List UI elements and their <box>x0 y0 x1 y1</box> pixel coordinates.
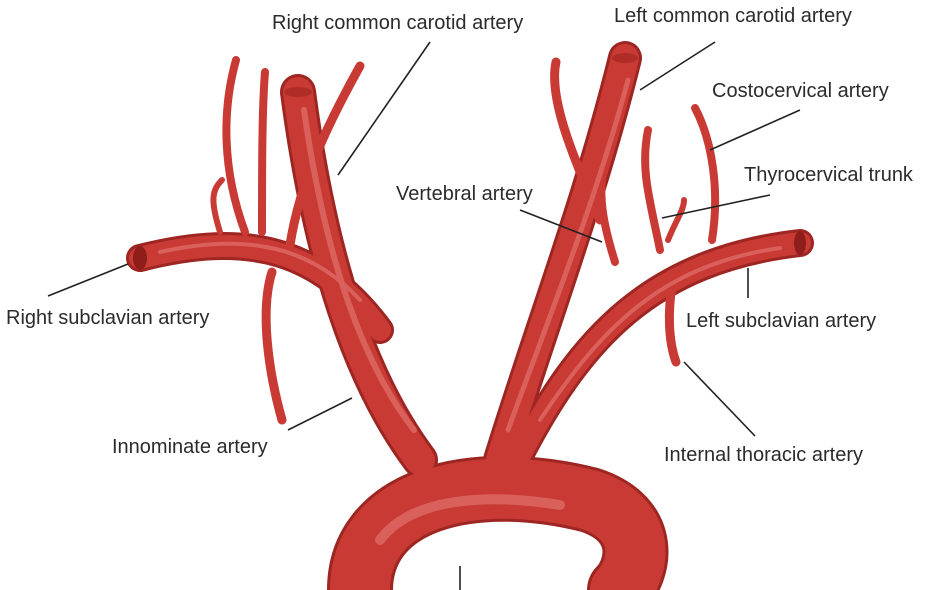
label-right-subclavian-artery: Right subclavian artery <box>6 307 209 329</box>
label-vertebral-artery: Vertebral artery <box>396 183 533 205</box>
label-innominate-artery: Innominate artery <box>112 436 268 458</box>
leader-internal-thoracic <box>684 362 755 436</box>
leader-left-common-carotid <box>640 42 715 90</box>
leader-right-subclavian <box>48 264 128 296</box>
label-left-subclavian-artery: Left subclavian artery <box>686 310 876 332</box>
label-costocervical-artery: Costocervical artery <box>712 80 889 102</box>
label-thyrocervical-trunk: Thyrocervical trunk <box>744 164 913 186</box>
leader-innominate <box>288 398 352 430</box>
leader-costocervical <box>710 110 800 150</box>
label-left-common-carotid-artery: Left common carotid artery <box>614 5 852 27</box>
leader-right-common-carotid <box>338 42 430 175</box>
label-internal-thoracic-artery: Internal thoracic artery <box>664 444 863 466</box>
label-right-common-carotid-artery: Right common carotid artery <box>272 12 523 34</box>
